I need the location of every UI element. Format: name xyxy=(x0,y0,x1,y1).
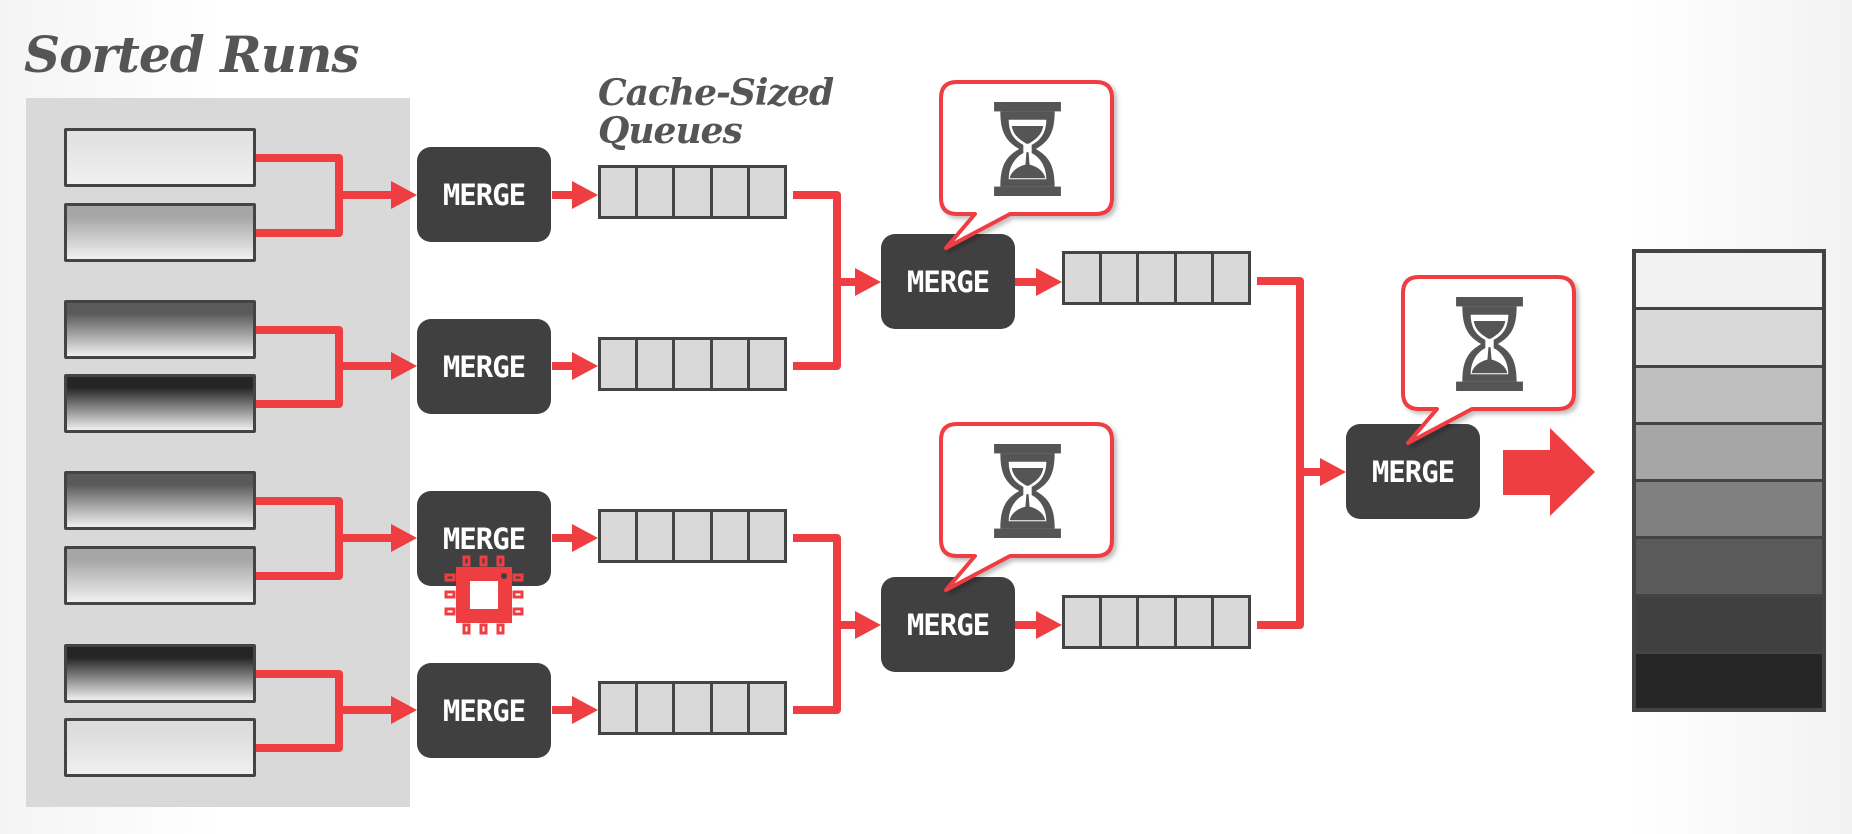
sorted-run-5 xyxy=(64,471,256,530)
output-segment-1 xyxy=(1636,253,1822,308)
merge-node-l2-2: MERGE xyxy=(881,577,1015,672)
queue-cell xyxy=(675,340,710,388)
queue-l1-4 xyxy=(598,681,787,735)
sorted-run-7 xyxy=(64,644,256,703)
output-segment-5 xyxy=(1636,482,1822,537)
sorted-run-2 xyxy=(64,203,256,262)
output-segment-2 xyxy=(1636,310,1822,365)
queue-cell xyxy=(638,340,673,388)
output-segment-7 xyxy=(1636,596,1822,651)
sorted-runs-title: Sorted Runs xyxy=(24,25,359,84)
sorted-output-column xyxy=(1632,249,1826,712)
arrowhead xyxy=(1320,458,1346,486)
queue-pair-connector xyxy=(1257,277,1304,629)
merge-node-l2-1: MERGE xyxy=(881,234,1015,329)
arrowhead xyxy=(391,352,417,380)
queue-l1-3 xyxy=(598,509,787,563)
cache-sized-queues-title: Cache-Sized Queues xyxy=(598,72,834,152)
sorted-run-4 xyxy=(64,374,256,433)
queue-cell xyxy=(1065,598,1100,646)
queue-cell xyxy=(749,684,785,732)
cache-sized-title-line1: Cache-Sized xyxy=(598,72,834,114)
queue-l1-2 xyxy=(598,337,787,391)
queue-cell xyxy=(1065,254,1100,302)
arrowhead xyxy=(855,611,881,639)
queue-cell xyxy=(1213,598,1249,646)
queue-cell xyxy=(1139,598,1174,646)
queue-cell xyxy=(1176,254,1211,302)
queue-cell xyxy=(638,168,673,216)
sorted-run-6 xyxy=(64,546,256,605)
output-segment-3 xyxy=(1636,367,1822,422)
queue-cell xyxy=(712,684,747,732)
arrowhead xyxy=(572,181,598,209)
queue-cell xyxy=(1213,254,1249,302)
arrowhead xyxy=(572,352,598,380)
output-segment-4 xyxy=(1636,424,1822,479)
queue-cell xyxy=(1176,598,1211,646)
arrowhead xyxy=(572,524,598,552)
arrowhead xyxy=(1036,268,1062,296)
output-segment-8 xyxy=(1636,653,1822,708)
queue-cell xyxy=(675,168,710,216)
queue-cell xyxy=(749,168,785,216)
queue-cell xyxy=(749,512,785,560)
queue-cell xyxy=(601,512,636,560)
queue-cell xyxy=(675,684,710,732)
queue-cell xyxy=(1102,598,1137,646)
queue-cell xyxy=(1102,254,1137,302)
merge-node-l1-2: MERGE xyxy=(417,319,551,414)
queue-cell xyxy=(601,168,636,216)
arrowhead xyxy=(572,696,598,724)
queue-cell xyxy=(749,340,785,388)
cache-sized-title-line2: Queues xyxy=(598,110,743,152)
arrowhead xyxy=(1036,611,1062,639)
queue-cell xyxy=(1139,254,1174,302)
sorted-run-1 xyxy=(64,128,256,187)
queue-cell xyxy=(675,512,710,560)
sorted-run-3 xyxy=(64,300,256,359)
sorted-run-8 xyxy=(64,718,256,777)
queue-l2-2 xyxy=(1062,595,1251,649)
output-segment-6 xyxy=(1636,539,1822,594)
arrowhead xyxy=(391,524,417,552)
queue-l2-1 xyxy=(1062,251,1251,305)
queue-l1-1 xyxy=(598,165,787,219)
queue-cell xyxy=(638,684,673,732)
queue-cell xyxy=(601,340,636,388)
queue-cell xyxy=(601,684,636,732)
arrowhead xyxy=(855,268,881,296)
merge-node-l1-1: MERGE xyxy=(417,147,551,242)
queue-cell xyxy=(712,512,747,560)
queue-cell xyxy=(638,512,673,560)
cpu-chip-icon xyxy=(444,555,524,635)
arrowhead xyxy=(391,696,417,724)
arrow-right-icon xyxy=(1503,428,1595,516)
queue-cell xyxy=(712,168,747,216)
arrowhead xyxy=(391,181,417,209)
queue-cell xyxy=(712,340,747,388)
merge-node-l1-4: MERGE xyxy=(417,663,551,758)
